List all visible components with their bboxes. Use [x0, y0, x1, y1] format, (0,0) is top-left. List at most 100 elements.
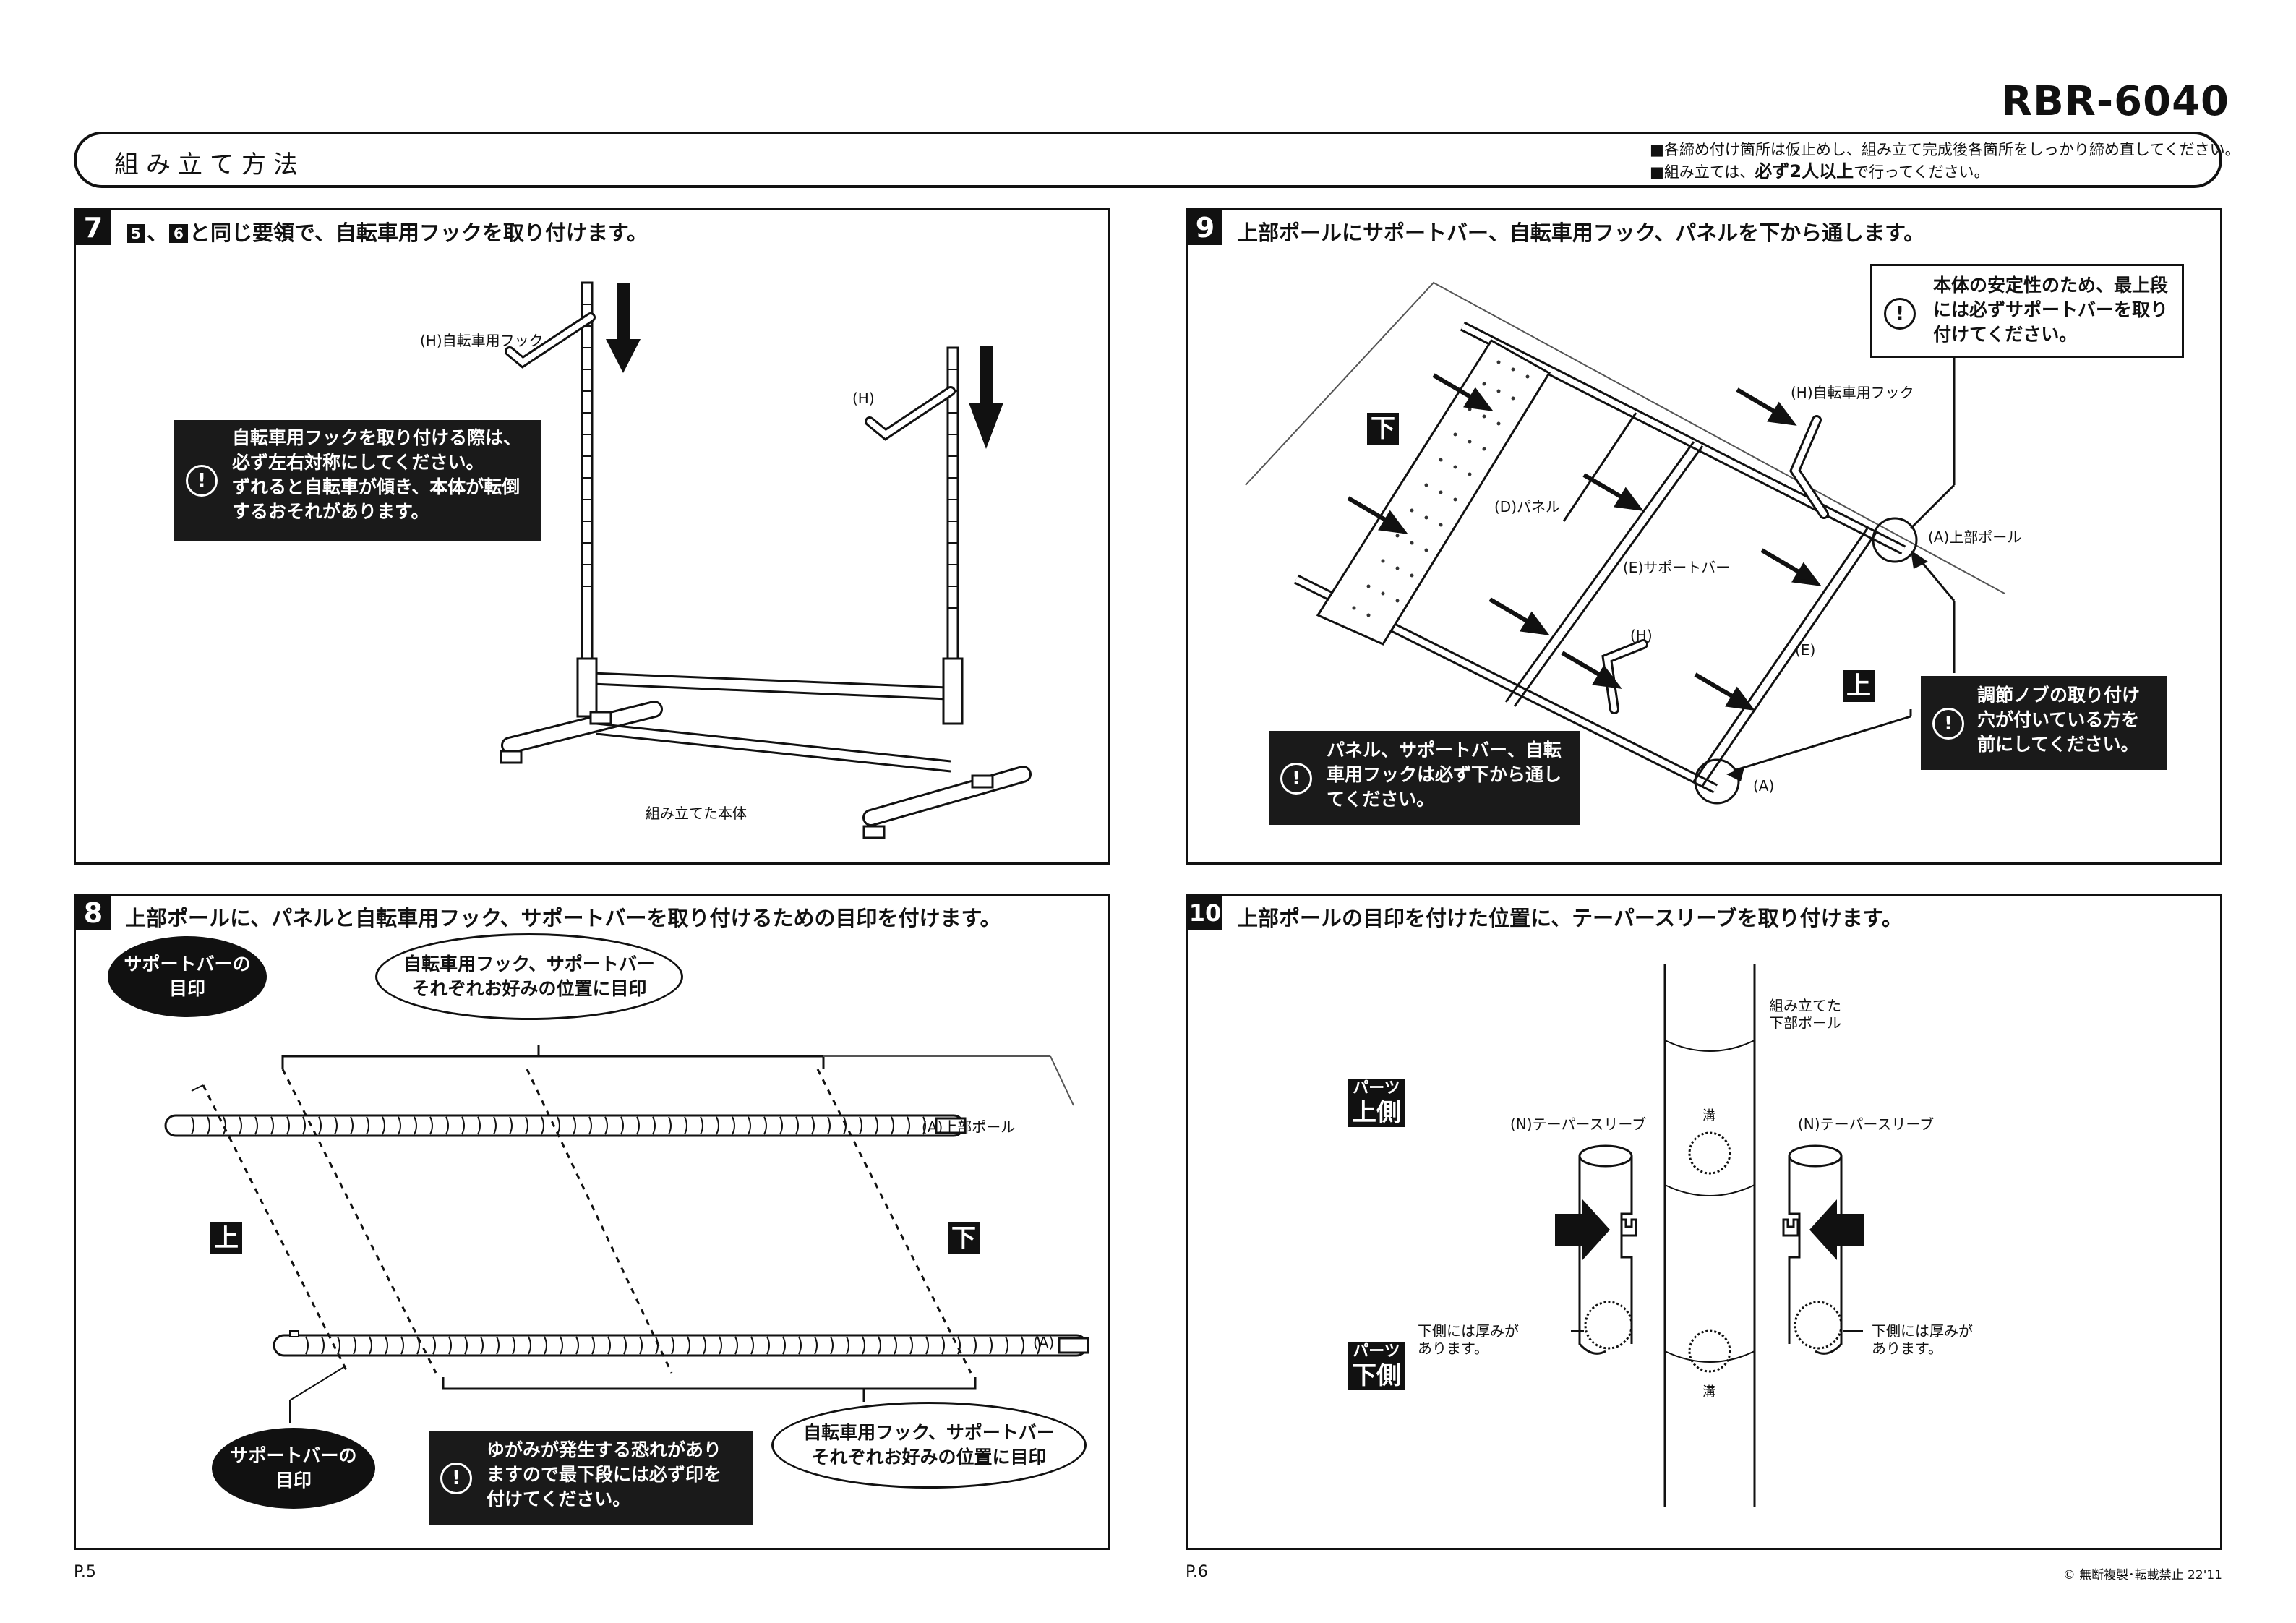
- page-number-left: P.5: [74, 1563, 96, 1581]
- pole-ring: [989, 1336, 993, 1355]
- pole-ring: [1037, 1336, 1040, 1355]
- warning-line: 自転車用フックを取り付ける際は、: [232, 427, 522, 448]
- pole-ring: [337, 1336, 340, 1355]
- pole-ring: [732, 1116, 735, 1135]
- warning-line: ゆがみが発生する恐れがあり: [487, 1439, 722, 1460]
- pole-ring: [560, 1336, 563, 1355]
- pole-ring: [716, 1116, 719, 1135]
- oval-line: それぞれお好みの位置に目印: [811, 1447, 1047, 1468]
- pole-ring: [432, 1336, 436, 1355]
- label-line: 下部ポール: [1769, 1014, 1841, 1032]
- pole-ring: [366, 1116, 369, 1135]
- pole-ring: [798, 1336, 802, 1355]
- label-hook-h: (H)自転車用フック: [420, 332, 544, 349]
- pole-ring: [973, 1336, 977, 1355]
- warning-icon: !: [1280, 763, 1312, 795]
- label-lower-pole: 組み立てた 下部ポール: [1769, 997, 1841, 1032]
- label-pole-a: (A)上部ポール: [922, 1118, 1016, 1136]
- panel-holes: [1352, 360, 1530, 617]
- ref-step-5: 5: [127, 224, 145, 243]
- label-h: (H): [1630, 627, 1653, 644]
- oval-line: それぞれお好みの位置に目印: [411, 978, 647, 999]
- pole-ring: [652, 1116, 656, 1135]
- tag-up: 上: [210, 1222, 242, 1254]
- label-taper-sleeve-right: (N)テーパースリーブ: [1798, 1115, 1935, 1133]
- label-thickness-left: 下側には厚みが あります。: [1418, 1322, 1519, 1357]
- oval-line: 目印: [275, 1470, 312, 1491]
- pole-ring: [445, 1116, 449, 1135]
- pole-ring: [477, 1116, 481, 1135]
- warning-line: ますので最下段には必ず印を: [487, 1464, 722, 1485]
- pole-ring: [909, 1336, 913, 1355]
- pole-ring: [270, 1116, 274, 1135]
- warning-icon: !: [186, 465, 218, 497]
- step8-pole-illustration: [164, 1045, 1089, 1423]
- warning-line: 車用フックは必ず下から通し: [1327, 764, 1562, 785]
- pole-ring: [400, 1336, 404, 1355]
- pole-ring: [639, 1336, 643, 1355]
- pole-ring: [734, 1336, 738, 1355]
- warning-line: ずれると自転車が傾き、本体が転倒: [232, 476, 521, 497]
- pole-ring: [811, 1116, 815, 1135]
- pole-ring: [573, 1116, 576, 1135]
- pole-ring: [700, 1116, 703, 1135]
- oval-preferred-position-top: 自転車用フック、サポートバー それぞれお好みの位置に目印: [375, 933, 683, 1020]
- pole-ring: [671, 1336, 674, 1355]
- page-title: 組み立て方法: [114, 150, 305, 179]
- warning-line: には必ずサポートバーを取り: [1933, 299, 2169, 320]
- step9-title: 上部ポールにサポートバー、自転車用フック、パネルを下から通します。: [1237, 220, 1925, 245]
- pole-ring: [575, 1336, 579, 1355]
- label-pole-a: (A)上部ポール: [1928, 528, 2022, 546]
- label-e: (E): [1795, 641, 1816, 659]
- label-groove-top: 溝: [1702, 1108, 1715, 1123]
- pole-ring: [382, 1116, 385, 1135]
- warning-line: 付けてください。: [1933, 324, 2078, 345]
- pole-ring: [353, 1336, 356, 1355]
- note-bold: 必ず2人以上: [1755, 161, 1854, 181]
- pole-ring: [369, 1336, 372, 1355]
- pole-ring: [620, 1116, 624, 1135]
- pole-ring: [748, 1116, 751, 1135]
- pole-ring: [894, 1336, 897, 1355]
- pole-ring: [239, 1116, 242, 1135]
- pole-ring: [588, 1116, 592, 1135]
- parts-tag-line: パーツ: [1353, 1079, 1400, 1097]
- step7-title-text: と同じ要領で、自転車用フックを取り付けます。: [189, 220, 648, 245]
- label-a: (A): [1033, 1334, 1055, 1351]
- warning-line: 穴が付いている方を: [1977, 709, 2140, 730]
- note-line-2-tail: で行ってください。: [1854, 163, 1989, 181]
- pole-ring: [703, 1336, 706, 1355]
- oval-support-mark-top: サポートバーの 目印: [108, 936, 267, 1017]
- label-hook-h: (H)自転車用フック: [1791, 384, 1914, 401]
- pole-ring: [493, 1116, 497, 1135]
- parts-tag-line: 下側: [1352, 1361, 1401, 1390]
- pole-ring: [878, 1336, 881, 1355]
- step7-number: 7: [76, 210, 111, 245]
- pole-ring: [350, 1116, 354, 1135]
- pole-ring: [957, 1336, 961, 1355]
- pole-ring: [687, 1336, 690, 1355]
- tag-up: 上: [1843, 670, 1875, 702]
- warning-icon: !: [1884, 298, 1916, 330]
- pole-ring: [480, 1336, 484, 1355]
- pole-ring: [925, 1336, 929, 1355]
- pole-ring: [318, 1116, 322, 1135]
- warning-line: 必ず左右対称にしてください。: [232, 452, 484, 473]
- pole-ring: [334, 1116, 338, 1135]
- pole-ring: [464, 1336, 468, 1355]
- pole-ring: [779, 1116, 783, 1135]
- pole-ring: [414, 1116, 417, 1135]
- label-line: 下側には厚みが: [1418, 1322, 1519, 1340]
- step9-panel: 9 上部ポールにサポートバー、自転車用フック、パネルを下から通します。: [1186, 208, 2222, 865]
- pole-ring: [859, 1116, 862, 1135]
- pole-ring: [429, 1116, 433, 1135]
- step7-warning: ! 自転車用フックを取り付ける際は、 必ず左右対称にしてください。 ずれると自転…: [174, 420, 541, 541]
- copyright-notice: © 無断複製･転載禁止 22'11: [2062, 1568, 2222, 1583]
- pole-ring: [782, 1336, 786, 1355]
- parts-tag-line: パーツ: [1353, 1342, 1400, 1361]
- pole-ring: [862, 1336, 865, 1355]
- oval-line: 自転車用フック、サポートバー: [803, 1422, 1055, 1443]
- step10-panel: 10 上部ポールの目印を付けた位置に、テーパースリーブを取り付けます。 組み立て…: [1186, 894, 2222, 1550]
- step8-panel: 8 上部ポールに、パネルと自転車用フック、サポートバーを取り付けるための目印を付…: [74, 894, 1110, 1550]
- step8-warning: ! ゆがみが発生する恐れがあり ますので最下段には必ず印を 付けてください。: [429, 1431, 753, 1525]
